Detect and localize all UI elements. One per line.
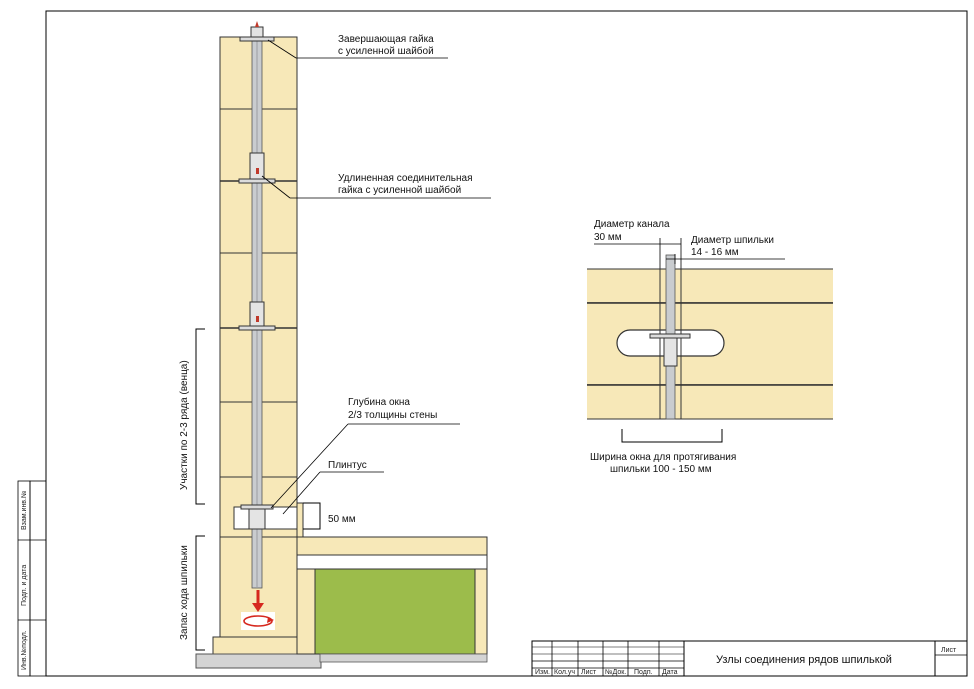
- leader-coupling-nut: Удлиненная соединительная гайка с усилен…: [261, 173, 491, 199]
- channel-diameter-label-2: 30 мм: [594, 232, 622, 243]
- window-depth-label-1: Глубина окна: [348, 396, 410, 408]
- channel-diameter-label-1: Диаметр канала: [594, 219, 670, 230]
- top-nut-label-2: с усиленной шайбой: [338, 45, 434, 57]
- top-nut: [239, 21, 275, 42]
- window-depth-label-2: 2/3 толщины стены: [348, 410, 437, 421]
- window-width-label-2: шпильки 100 - 150 мм: [610, 464, 712, 475]
- foundation-slab: [195, 653, 322, 669]
- side-stamp: Инв.№подл. Подп. и дата Взам.инв.№: [17, 480, 47, 677]
- gap-50-label: 50 мм: [328, 514, 356, 525]
- stud-diameter-dim: Диаметр шпильки 14 - 16 мм: [666, 235, 785, 264]
- stud-diameter-label-1: Диаметр шпильки: [691, 235, 774, 246]
- side-stamp-replace: Взам.инв.№: [21, 491, 28, 530]
- window-width-label-1: Ширина окна для протягивания: [590, 452, 736, 463]
- leader-window-depth: Глубина окна 2/3 толщины стены: [270, 396, 460, 509]
- travel-bracket: Запас хода шпильки: [179, 535, 205, 651]
- channel-diameter-dim: Диаметр канала 30 мм: [594, 219, 682, 251]
- side-stamp-sign: Подп. и дата: [21, 565, 28, 606]
- tb-col-koluch: Кол.уч: [554, 669, 575, 676]
- stud-diameter-label-2: 14 - 16 мм: [691, 247, 739, 258]
- plinth-label: Плинтус: [328, 460, 367, 471]
- tb-col-data: Дата: [662, 669, 678, 676]
- section-rows-label: Участки по 2-3 ряда (венца): [179, 360, 190, 490]
- leader-top-nut: Завершающая гайка с усиленной шайбой: [267, 34, 448, 59]
- section-bracket: Участки по 2-3 ряда (венца): [179, 328, 205, 505]
- tb-col-ndok: №Док.: [605, 669, 626, 676]
- detail-section: [587, 251, 833, 420]
- downward-arrow-icon: [252, 590, 264, 612]
- access-window: [233, 504, 299, 530]
- coupling-nut-upper: [238, 152, 276, 184]
- leader-plinth: Плинтус: [282, 460, 384, 515]
- coupling-nut-label-1: Удлиненная соединительная: [338, 173, 473, 184]
- coupling-nut-label-2: гайка с усиленной шайбой: [338, 184, 461, 196]
- stud-travel-label: Запас хода шпильки: [179, 545, 190, 640]
- top-nut-label-1: Завершающая гайка: [338, 34, 434, 45]
- side-stamp-inv: Инв.№подл.: [21, 630, 28, 670]
- plinth-block: [296, 502, 304, 538]
- tb-col-podp: Подп.: [634, 669, 653, 676]
- gap-dimension: 50 мм: [303, 502, 356, 530]
- floor-assembly: [296, 536, 488, 663]
- drawing-title: Узлы соединения рядов шпилькой: [716, 654, 892, 666]
- rotation-icon: [241, 612, 275, 630]
- tb-col-izm: Изм.: [535, 669, 550, 676]
- coupling-nut-lower: [238, 301, 276, 331]
- title-block: Изм. Кол.уч Лист №Док. Подп. Дата Узлы с…: [531, 640, 968, 677]
- window-width-dim: Ширина окна для протягивания шпильки 100…: [590, 429, 736, 475]
- sheet-frame: [45, 10, 968, 677]
- tb-col-list: Лист: [581, 669, 597, 676]
- sheet-label: Лист: [941, 647, 957, 654]
